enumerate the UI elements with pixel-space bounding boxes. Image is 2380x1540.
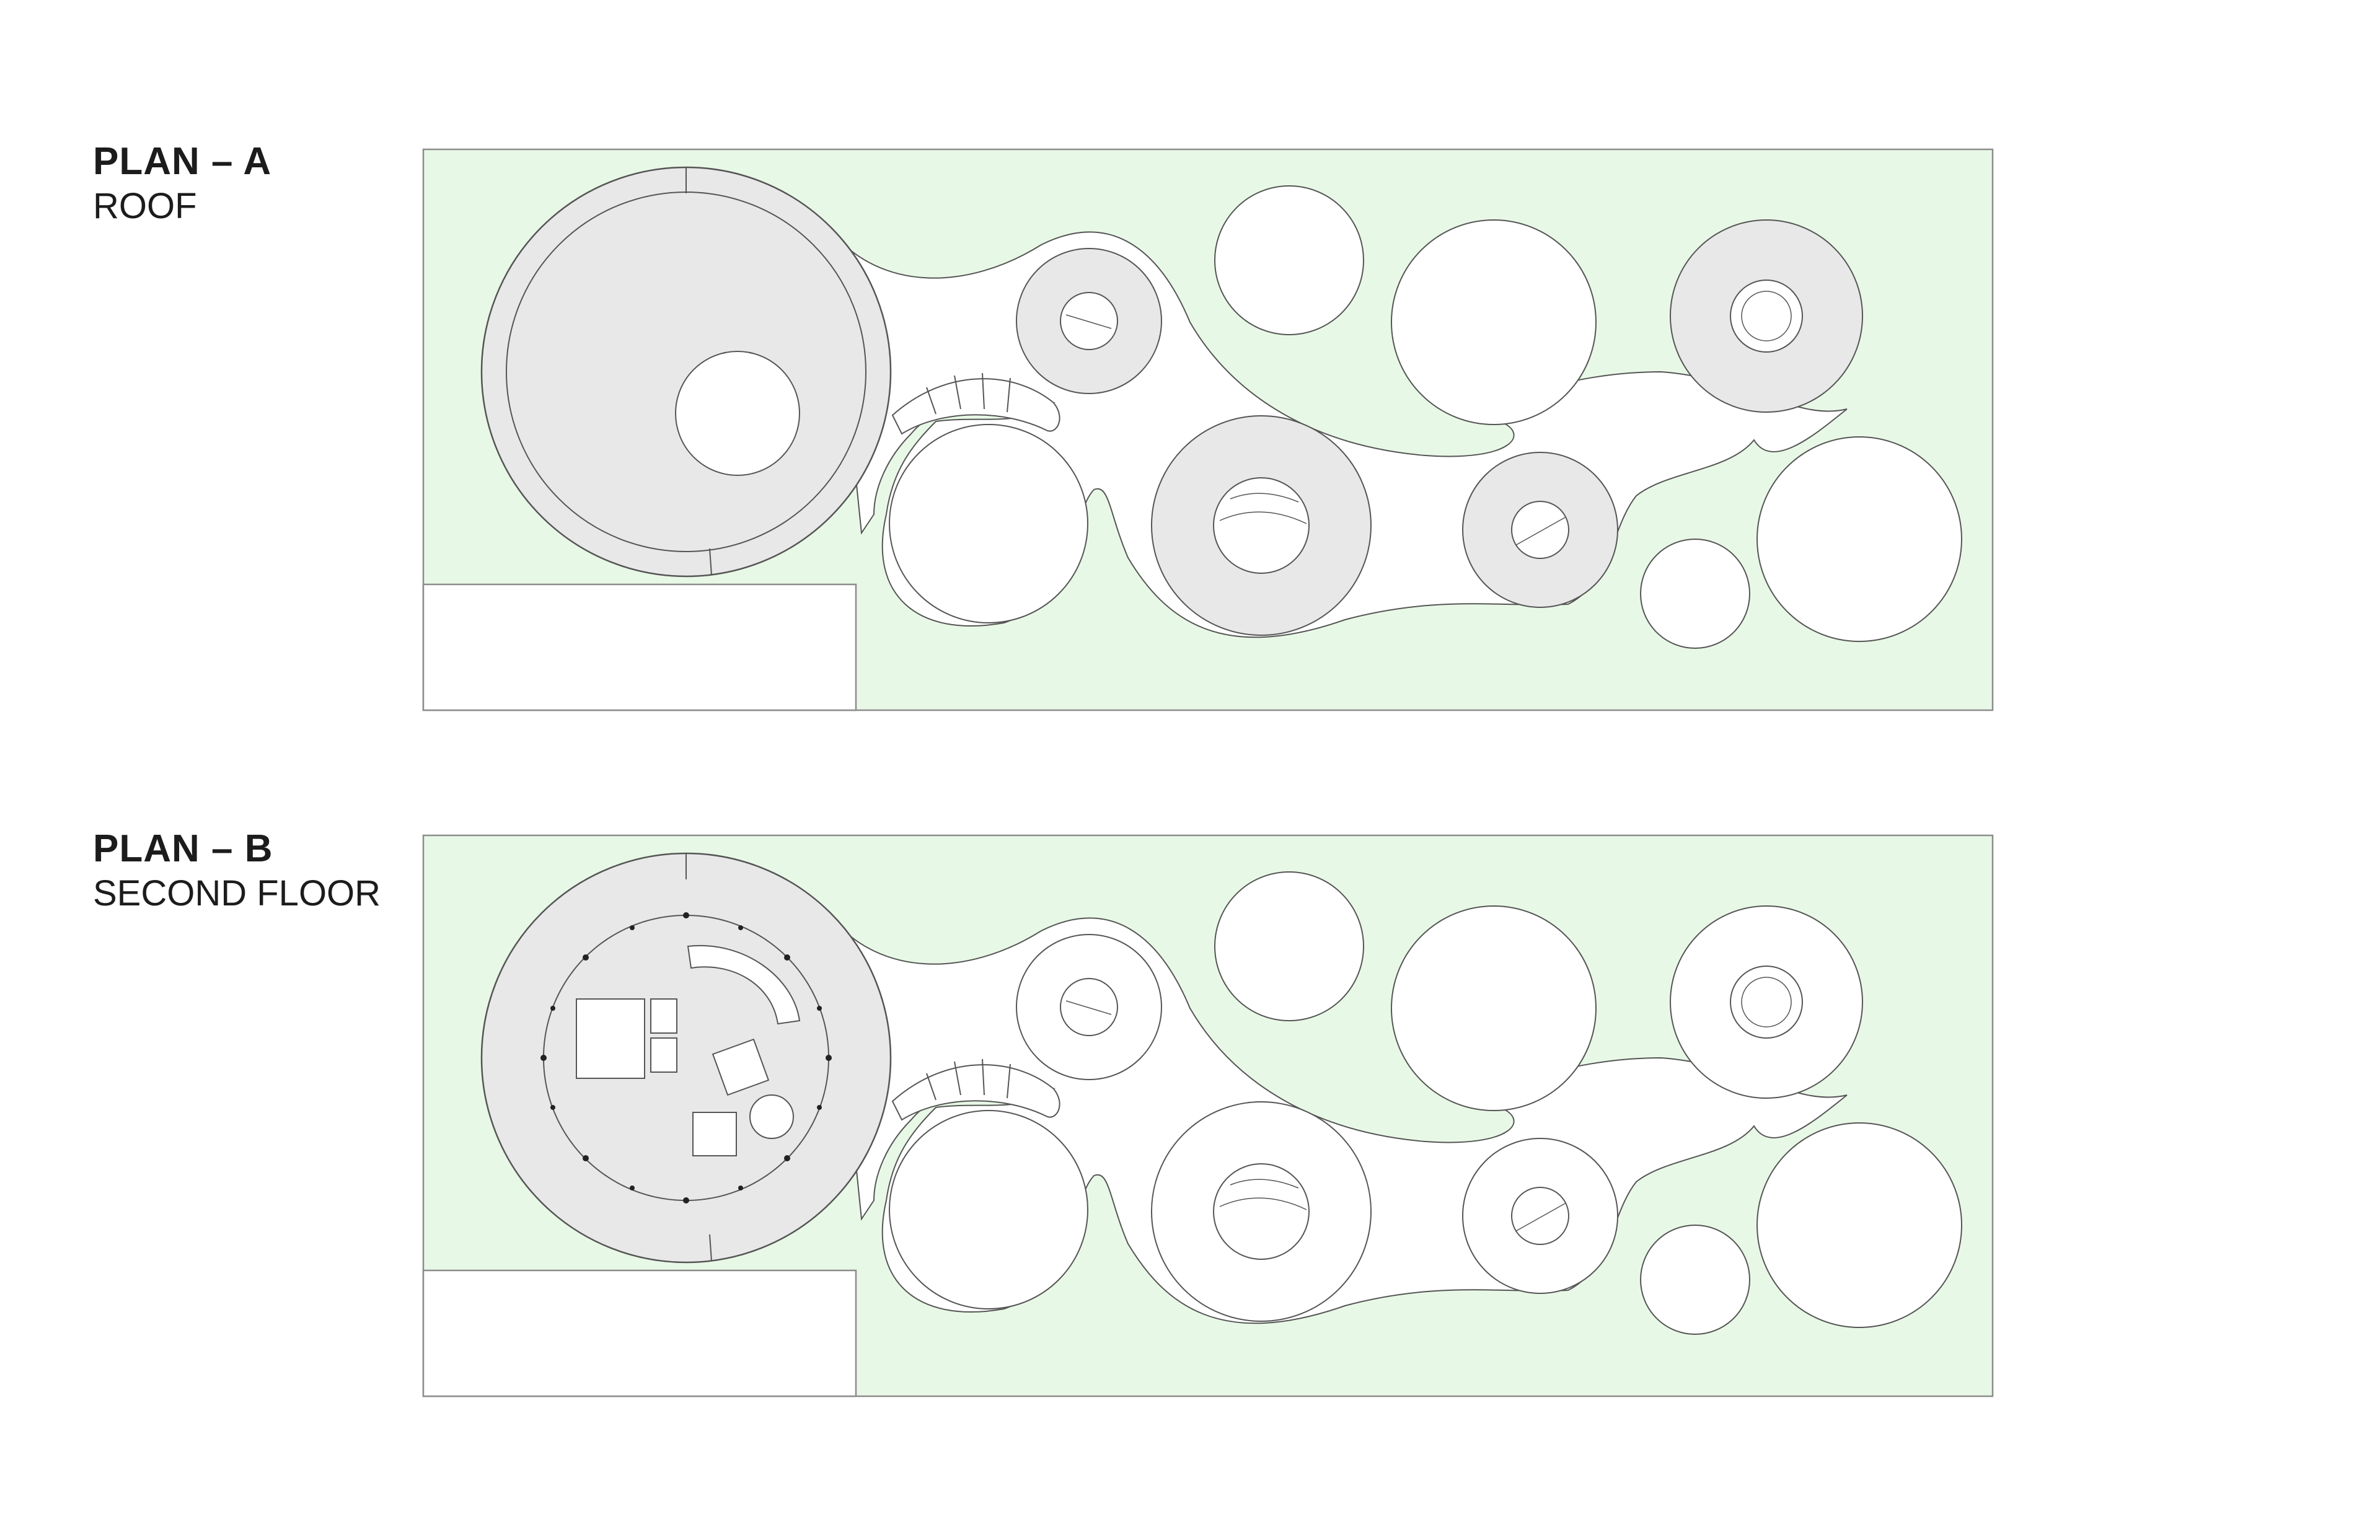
- plan-a-title: PLAN – A: [93, 140, 272, 183]
- plan-b-title: PLAN – B: [93, 827, 273, 870]
- columns: [540, 912, 832, 1203]
- side-table: [749, 1094, 794, 1139]
- skylight: [675, 351, 800, 476]
- plan-b: [422, 834, 1994, 1397]
- pod-skylight: [1060, 292, 1118, 350]
- plan-b-label: PLAN – B SECOND FLOOR: [93, 826, 381, 915]
- pod-skylight: [1511, 501, 1569, 559]
- plan-a-label: PLAN – A ROOF: [93, 139, 271, 228]
- internal-stair: [687, 944, 801, 1025]
- bed: [576, 998, 645, 1079]
- pavilion-roof: [480, 166, 892, 578]
- pod-skylight: [1213, 477, 1310, 574]
- plan-a-subtitle: ROOF: [93, 186, 197, 227]
- armchair: [712, 1038, 770, 1096]
- armchair: [692, 1112, 737, 1156]
- plan-a: [422, 148, 1994, 711]
- plan-b-subtitle: SECOND FLOOR: [93, 873, 381, 914]
- spiral-stair: [1730, 966, 1803, 1039]
- spiral-stair: [1730, 279, 1803, 353]
